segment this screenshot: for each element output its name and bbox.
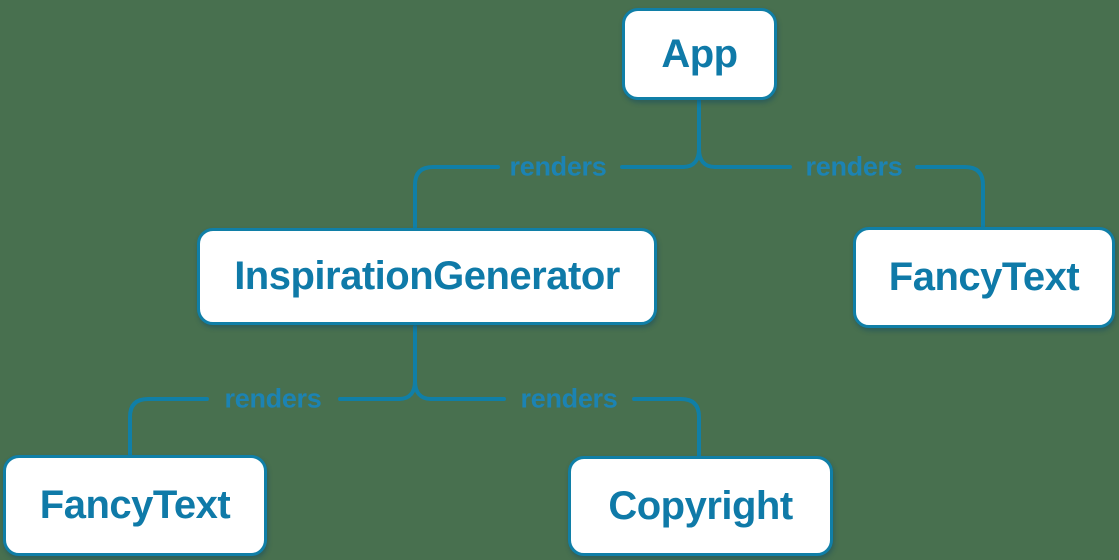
node-fancy-text-left-label: FancyText (39, 483, 231, 527)
node-copyright: Copyright (568, 456, 833, 556)
edge-app-flare-right (697, 147, 717, 169)
node-fancy-text-left: FancyText (3, 455, 267, 556)
edge-inspirationgenerator-fancytext-b (128, 397, 209, 457)
node-fancy-text-right-label: FancyText (888, 255, 1080, 299)
edge-app-flare-left (681, 147, 701, 169)
node-inspiration-generator: InspirationGenerator (197, 228, 657, 325)
node-app-label: App (661, 31, 738, 76)
edge-inspirationgenerator-flare-right (413, 379, 433, 401)
node-app: App (622, 8, 777, 100)
node-fancy-text-right: FancyText (853, 227, 1115, 328)
edge-inspirationgenerator-copyright-b (632, 397, 701, 458)
node-copyright-label: Copyright (608, 483, 793, 528)
edge-label-app-inspirationgenerator: renders (509, 151, 607, 182)
edge-app-inspirationgenerator-b (413, 165, 500, 230)
edge-label-app-fancytext: renders (805, 151, 903, 182)
edge-app-fancytext-b (915, 165, 985, 229)
edge-label-inspirationgenerator-fancytext: renders (224, 383, 322, 414)
edge-inspirationgenerator-flare-left (397, 379, 417, 401)
edge-label-inspirationgenerator-copyright: renders (520, 383, 618, 414)
node-inspiration-generator-label: InspirationGenerator (234, 254, 620, 298)
